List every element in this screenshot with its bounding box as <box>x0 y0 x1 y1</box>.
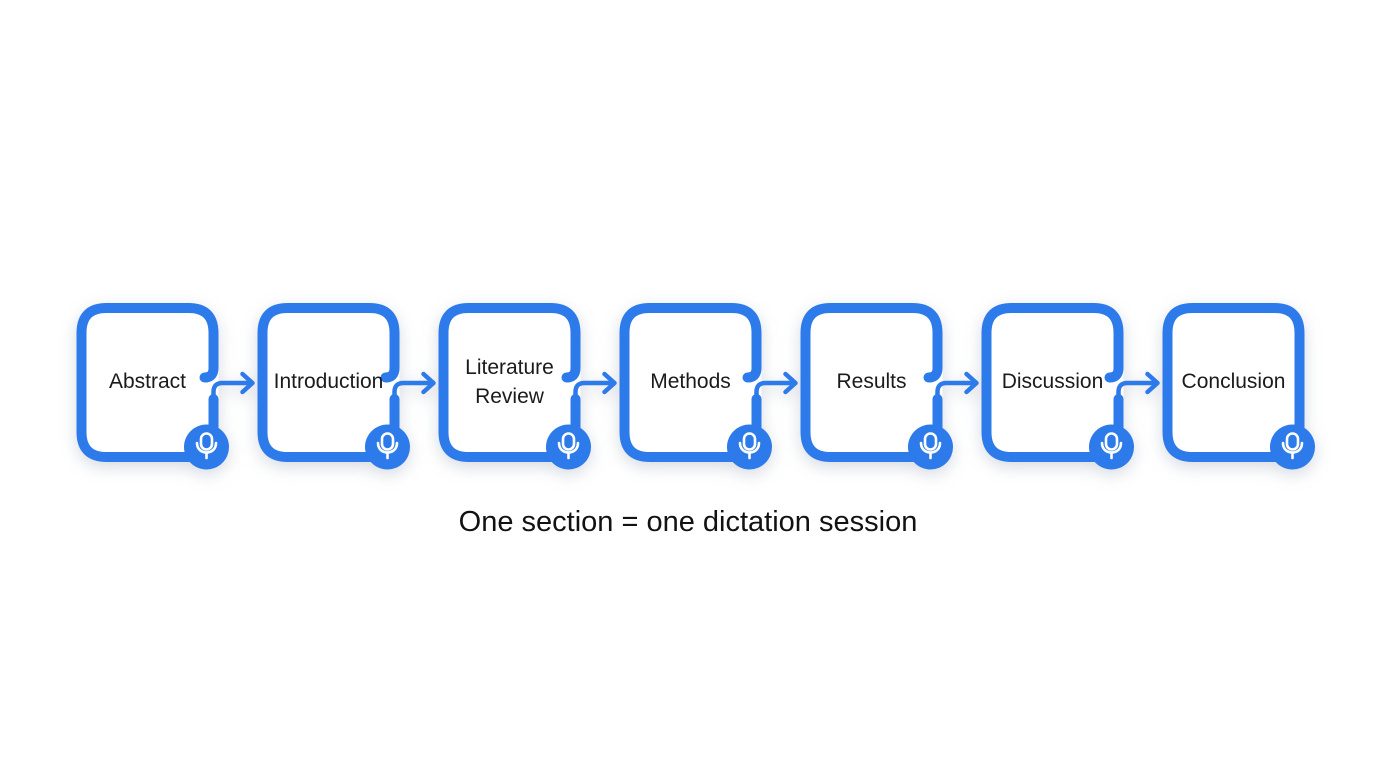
section-box-background <box>1162 303 1305 462</box>
microphone-badge-circle <box>727 424 772 470</box>
arrow-shaft <box>392 380 434 404</box>
arrow-shaft <box>1116 380 1158 404</box>
mic-capsule <box>1104 432 1119 451</box>
section-label: Discussion <box>1001 370 1104 394</box>
arrow-shaft <box>211 380 253 404</box>
caption: One section = one dictation session <box>458 506 918 538</box>
flow-arrow <box>573 371 617 404</box>
flow-arrow <box>1116 371 1160 404</box>
arrow-shaft <box>935 380 977 404</box>
flow-arrow <box>392 371 436 404</box>
arrow-right-icon <box>783 371 798 395</box>
mic-capsule <box>380 432 395 451</box>
microphone-icon <box>727 424 772 470</box>
section-label: Results <box>836 370 907 394</box>
section-box-background <box>981 303 1124 462</box>
flow-arrow <box>754 371 798 404</box>
flow-arrow <box>935 371 979 404</box>
section-label: Abstract <box>108 370 187 394</box>
section-box-background <box>257 303 400 462</box>
microphone-icon <box>1089 424 1134 470</box>
microphone-icon <box>908 424 953 470</box>
mic-capsule <box>742 432 757 451</box>
arrow-right-icon <box>964 371 979 395</box>
microphone-icon <box>365 424 410 470</box>
section-label: Conclusion <box>1181 370 1286 394</box>
arrow-right-icon <box>240 371 255 395</box>
mic-capsule <box>1285 432 1300 451</box>
section-label: Introduction <box>273 370 384 394</box>
mic-capsule <box>923 432 938 451</box>
microphone-icon <box>1270 424 1315 470</box>
microphone-badge-circle <box>184 424 229 470</box>
microphone-badge-circle <box>365 424 410 470</box>
mic-capsule <box>199 432 214 451</box>
arrow-right-icon <box>1145 371 1160 395</box>
section-label: Methods <box>650 370 731 394</box>
microphone-icon <box>184 424 229 470</box>
microphone-badge-circle <box>1089 424 1134 470</box>
section-box-background <box>619 303 762 462</box>
section-box-background <box>76 303 219 462</box>
microphone-badge-circle <box>908 424 953 470</box>
arrow-shaft <box>573 380 615 404</box>
microphone-badge-circle <box>546 424 591 470</box>
mic-capsule <box>561 432 576 451</box>
flow-arrow <box>211 371 255 404</box>
section-label: Literature Review <box>465 355 554 408</box>
arrow-right-icon <box>421 371 436 395</box>
section-box-background <box>438 303 581 462</box>
microphone-badge-circle <box>1270 424 1315 470</box>
arrow-right-icon <box>602 371 617 395</box>
section-box-background <box>800 303 943 462</box>
arrow-shaft <box>754 380 796 404</box>
microphone-icon <box>546 424 591 470</box>
